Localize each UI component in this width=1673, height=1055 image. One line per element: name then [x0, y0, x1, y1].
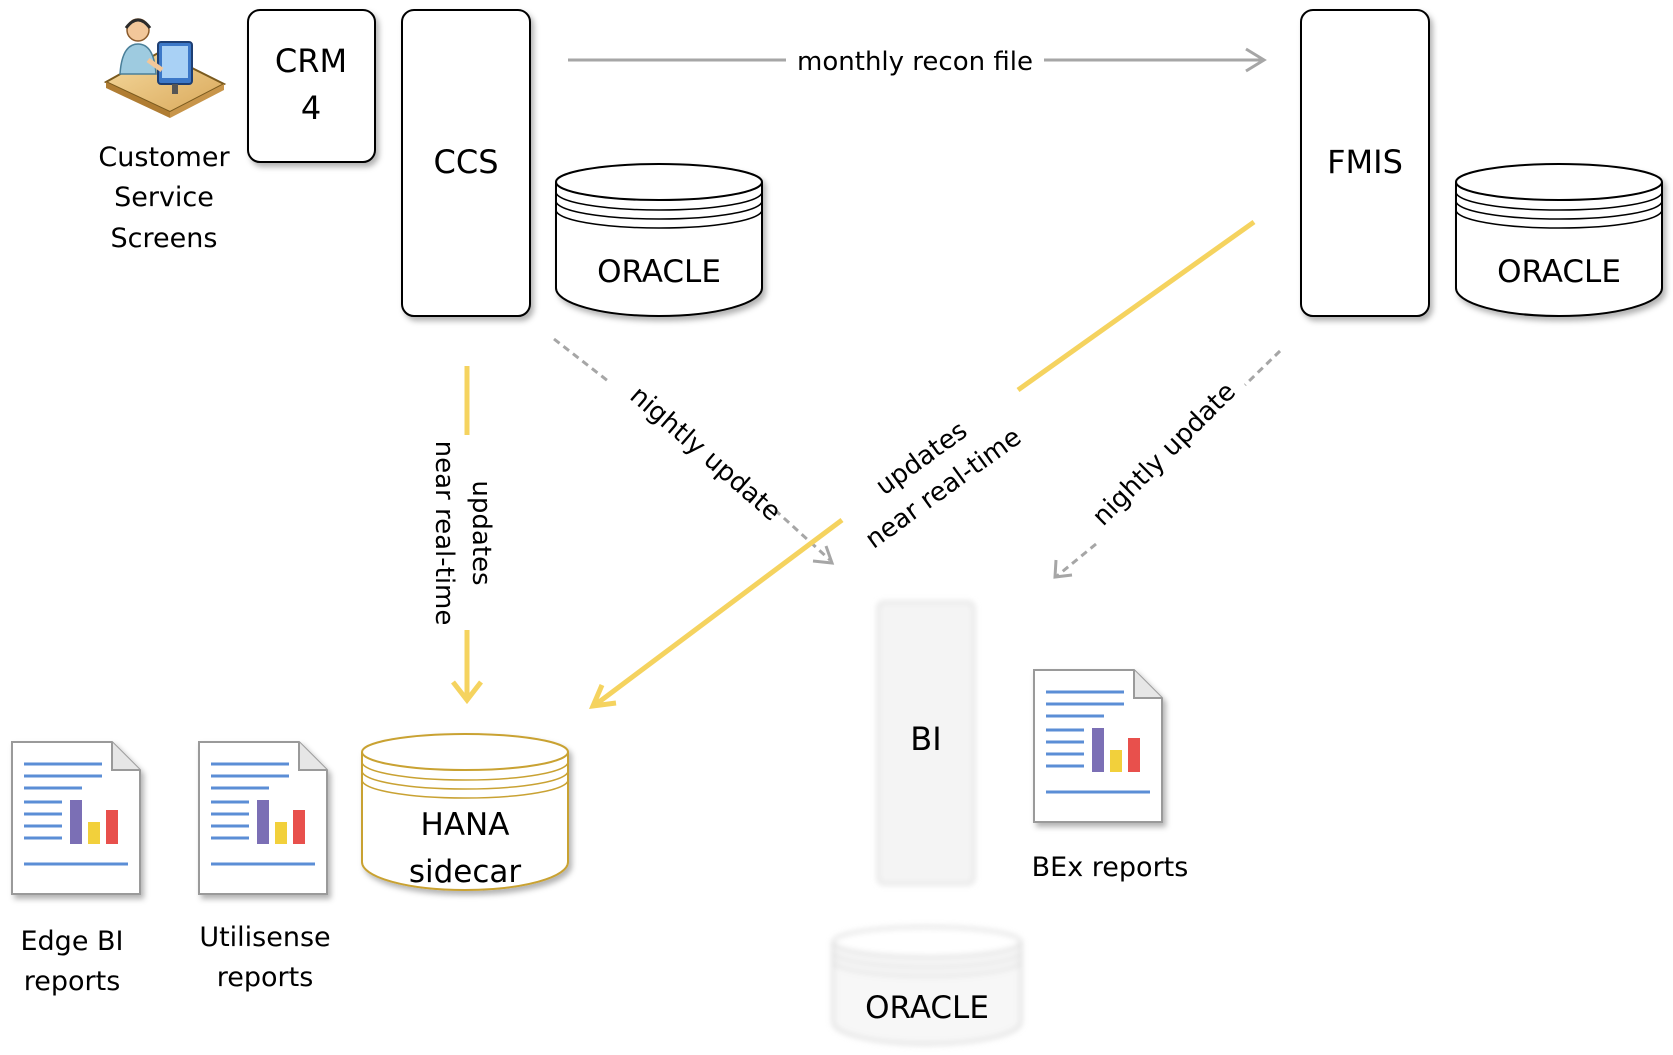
- utilisense-label-line1: Utilisense: [199, 922, 330, 953]
- crm-system-box: CRM 4: [247, 9, 376, 163]
- fmis-to-bi-flow: nightly update: [1053, 349, 1282, 579]
- edge-bi-label-line1: Edge BI: [20, 926, 123, 957]
- report-document-icon: [1033, 669, 1163, 823]
- hana-label-line1: HANA: [421, 807, 510, 843]
- edge-bi-report: Edge BI reports: [11, 741, 141, 997]
- fmis-oracle-database: ORACLE: [1455, 163, 1663, 317]
- bi-oracle-database: ORACLE: [832, 926, 1022, 1045]
- customer-service-label-line1: Customer: [98, 142, 230, 173]
- customer-service-label-line3: Screens: [111, 223, 218, 254]
- customer-service-label-line2: Service: [114, 182, 214, 213]
- customer-service-actor: Customer Service Screens: [98, 18, 230, 254]
- fmis-oracle-label: ORACLE: [1497, 254, 1621, 290]
- monthly-recon-flow: monthly recon file: [568, 47, 1267, 77]
- ccs-label: CCS: [434, 143, 499, 181]
- customer-service-agent-icon: [103, 18, 227, 118]
- monthly-recon-label: monthly recon file: [797, 47, 1033, 77]
- utilisense-report: Utilisense reports: [198, 741, 331, 993]
- hana-label-line2: sidecar: [409, 854, 522, 890]
- ccs-hana-label-line2: near real-time: [429, 441, 459, 626]
- hana-sidecar-database: HANA sidecar: [361, 733, 569, 891]
- bex-label: BEx reports: [1032, 852, 1189, 883]
- ccs-system-box: CCS: [401, 9, 531, 317]
- ccs-to-hana-flow: updates near real-time: [429, 366, 496, 705]
- fmis-bi-label: nightly update: [1087, 377, 1242, 532]
- bi-label: BI: [910, 720, 941, 758]
- ccs-oracle-label: ORACLE: [597, 254, 721, 290]
- bex-report: BEx reports: [1032, 669, 1189, 883]
- bi-system-box: BI: [877, 601, 975, 885]
- ccs-hana-label-line1: updates: [466, 480, 496, 585]
- report-document-icon: [11, 741, 141, 895]
- ccs-to-bi-flow: nightly update: [553, 337, 835, 565]
- crm-label-line1: CRM: [275, 42, 347, 80]
- utilisense-label-line2: reports: [217, 962, 314, 993]
- bi-oracle-label: ORACLE: [865, 990, 989, 1026]
- report-document-icon: [198, 741, 328, 895]
- edge-bi-label-line2: reports: [24, 966, 121, 997]
- fmis-system-box: FMIS: [1300, 9, 1430, 317]
- fmis-label: FMIS: [1327, 143, 1403, 181]
- crm-label-line2: 4: [301, 89, 321, 127]
- ccs-oracle-database: ORACLE: [555, 163, 763, 317]
- ccs-bi-label: nightly update: [624, 381, 787, 528]
